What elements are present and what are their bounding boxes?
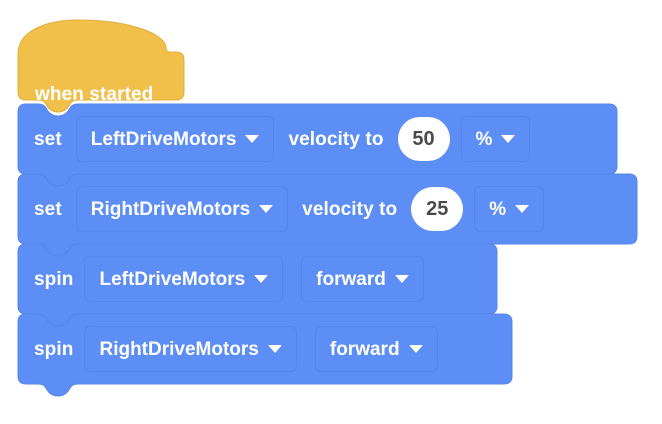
set-verb-label: set — [34, 198, 62, 220]
velocity-value-input[interactable]: 50 — [397, 117, 450, 161]
chevron-down-icon — [267, 345, 282, 353]
chevron-down-icon — [408, 345, 423, 353]
when-started-block-shape — [17, 19, 185, 113]
chevron-down-icon — [394, 275, 409, 283]
device-dropdown-right-drive-motors[interactable]: RightDriveMotors — [84, 326, 297, 372]
unit-dropdown-percent[interactable]: % — [474, 186, 545, 232]
block-spin-left[interactable]: spin LeftDriveMotors forward — [17, 243, 498, 327]
chevron-down-icon — [245, 135, 260, 143]
block-when-started[interactable]: when started — [17, 18, 185, 113]
chevron-down-icon — [259, 205, 274, 213]
unit-dropdown-label: % — [475, 128, 493, 150]
chevron-down-icon — [501, 135, 516, 143]
device-dropdown-label: RightDriveMotors — [90, 198, 251, 220]
direction-dropdown-label: forward — [329, 338, 400, 360]
device-dropdown-label: RightDriveMotors — [99, 338, 259, 360]
velocity-value-text: 50 — [412, 128, 435, 150]
chevron-down-icon — [254, 275, 269, 283]
block-set-right-velocity[interactable]: set RightDriveMotors velocity to 25 % — [17, 173, 638, 257]
device-dropdown-label: LeftDriveMotors — [90, 128, 237, 150]
chevron-down-icon — [515, 205, 530, 213]
direction-dropdown-label: forward — [316, 268, 386, 290]
unit-dropdown-percent[interactable]: % — [460, 116, 531, 162]
when-started-label: when started — [35, 84, 154, 105]
device-dropdown-right-drive-motors[interactable]: RightDriveMotors — [75, 186, 289, 232]
set-verb-label: set — [34, 128, 62, 150]
spin-verb-label: spin — [34, 268, 74, 290]
device-dropdown-left-drive-motors[interactable]: LeftDriveMotors — [75, 116, 275, 162]
spin-verb-label: spin — [34, 338, 74, 360]
direction-dropdown-forward[interactable]: forward — [314, 326, 438, 372]
unit-dropdown-label: % — [489, 198, 507, 220]
velocity-to-label: velocity to — [302, 198, 398, 220]
velocity-value-text: 25 — [426, 198, 449, 220]
velocity-to-label: velocity to — [288, 128, 384, 150]
velocity-value-input[interactable]: 25 — [411, 187, 464, 231]
block-spin-right[interactable]: spin RightDriveMotors forward — [17, 313, 513, 397]
block-set-left-velocity[interactable]: set LeftDriveMotors velocity to 50 % — [17, 103, 618, 187]
device-dropdown-left-drive-motors[interactable]: LeftDriveMotors — [84, 256, 284, 302]
device-dropdown-label: LeftDriveMotors — [99, 268, 246, 290]
direction-dropdown-forward[interactable]: forward — [301, 256, 424, 302]
